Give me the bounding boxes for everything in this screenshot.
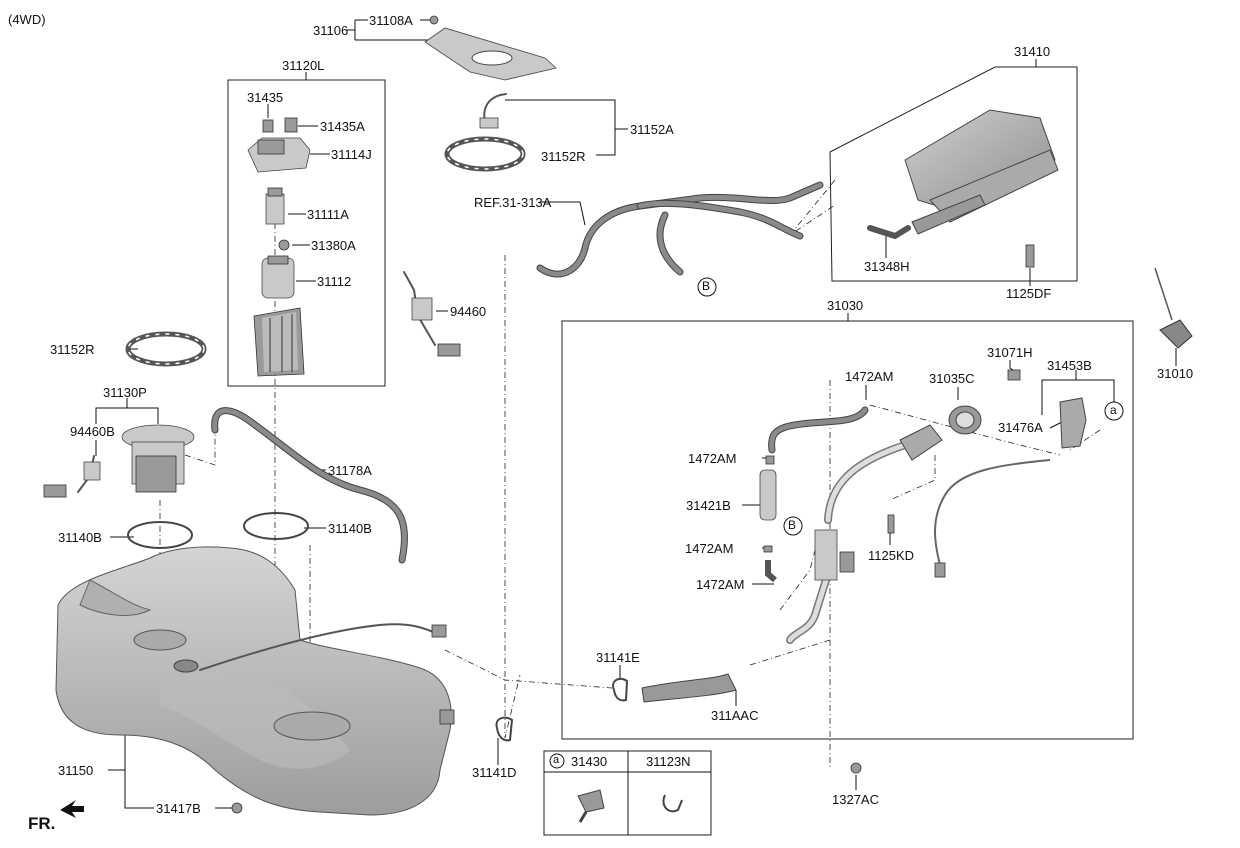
- lock-ring-left: [125, 331, 207, 367]
- fuel-tank-31150: [55, 546, 455, 816]
- lock-ring-top: [444, 136, 526, 172]
- label-31010: 31010: [1157, 366, 1194, 381]
- label-31476A: 31476A: [998, 420, 1043, 435]
- label-31030: 31030: [827, 298, 864, 313]
- label-31421B: 31421B: [686, 498, 731, 513]
- label-31141D: 31141D: [472, 765, 517, 780]
- label-1125KD: 1125KD: [868, 548, 915, 563]
- label-311AAC: 311AAC: [711, 708, 759, 723]
- label-31410: 31410: [1014, 44, 1051, 59]
- label-31106: 31106: [313, 23, 349, 38]
- label-31140B-right: 31140B: [328, 521, 372, 536]
- label-1125DF: 1125DF: [1006, 286, 1052, 301]
- harness-31152A: [479, 93, 507, 129]
- front-label: FR.: [28, 814, 56, 833]
- vapor-lines: [536, 181, 824, 278]
- sender-94460: [403, 271, 461, 357]
- label-31071H: 31071H: [987, 345, 1033, 360]
- label-1472AM-3: 1472AM: [685, 541, 734, 556]
- label-1472AM-2: 1472AM: [688, 451, 737, 466]
- label-1327AC: 1327AC: [832, 792, 879, 807]
- label-94460: 94460: [450, 304, 487, 319]
- tube-31178A: [211, 407, 409, 564]
- filler-assembly: [641, 369, 1087, 774]
- label-31111A: 31111A: [307, 207, 349, 222]
- o-ring-left: [127, 521, 193, 549]
- label-31130P: 31130P: [103, 385, 147, 400]
- label-31150: 31150: [58, 763, 94, 778]
- o-ring-right: [243, 512, 309, 540]
- label-31435: 31435: [247, 90, 284, 105]
- marker-a-legend: a: [553, 754, 560, 766]
- label-31178A: 31178A: [328, 463, 372, 478]
- pump-parts: [247, 117, 311, 377]
- label-31380A: 31380A: [311, 238, 356, 253]
- label-31112: 31112: [317, 274, 352, 289]
- part-31010: [1154, 267, 1193, 349]
- label-1472AM-1: 1472AM: [845, 369, 894, 384]
- label-31120L: 31120L: [282, 58, 325, 73]
- label-31417B: 31417B: [156, 801, 201, 816]
- legend-31430: 31430: [571, 754, 608, 769]
- label-31141E: 31141E: [596, 650, 640, 665]
- marker-b-mid: B: [788, 518, 797, 532]
- label-31035C: 31035C: [929, 371, 975, 386]
- label-31453B: 31453B: [1047, 358, 1092, 373]
- ref-label: REF.31-313A: [474, 195, 552, 210]
- front-arrow-icon: [60, 800, 84, 818]
- canister-box: [829, 66, 1078, 282]
- label-31348H: 31348H: [864, 259, 910, 274]
- label-31152R-left: 31152R: [50, 342, 95, 357]
- label-31114J: 31114J: [331, 147, 372, 162]
- label-1472AM-4: 1472AM: [696, 577, 745, 592]
- label-31152R-top: 31152R: [541, 149, 586, 164]
- clip-31141D: [495, 716, 514, 742]
- label-31140B-left: 31140B: [58, 530, 102, 545]
- clip-31141E: [612, 677, 629, 702]
- marker-a-ref: a: [1110, 403, 1117, 417]
- pump-31130P: [43, 424, 195, 498]
- cover-plate-31106: [424, 15, 557, 81]
- label-31152A: 31152A: [630, 122, 674, 137]
- label-94460B: 94460B: [70, 424, 115, 439]
- variant-label: (4WD): [8, 12, 46, 27]
- legend-items: [577, 789, 683, 823]
- marker-b-top: B: [702, 279, 711, 293]
- label-31435A: 31435A: [320, 119, 365, 134]
- canister-31410: [867, 109, 1059, 268]
- label-31108A: 31108A: [369, 13, 413, 28]
- legend-31123N: 31123N: [646, 754, 691, 769]
